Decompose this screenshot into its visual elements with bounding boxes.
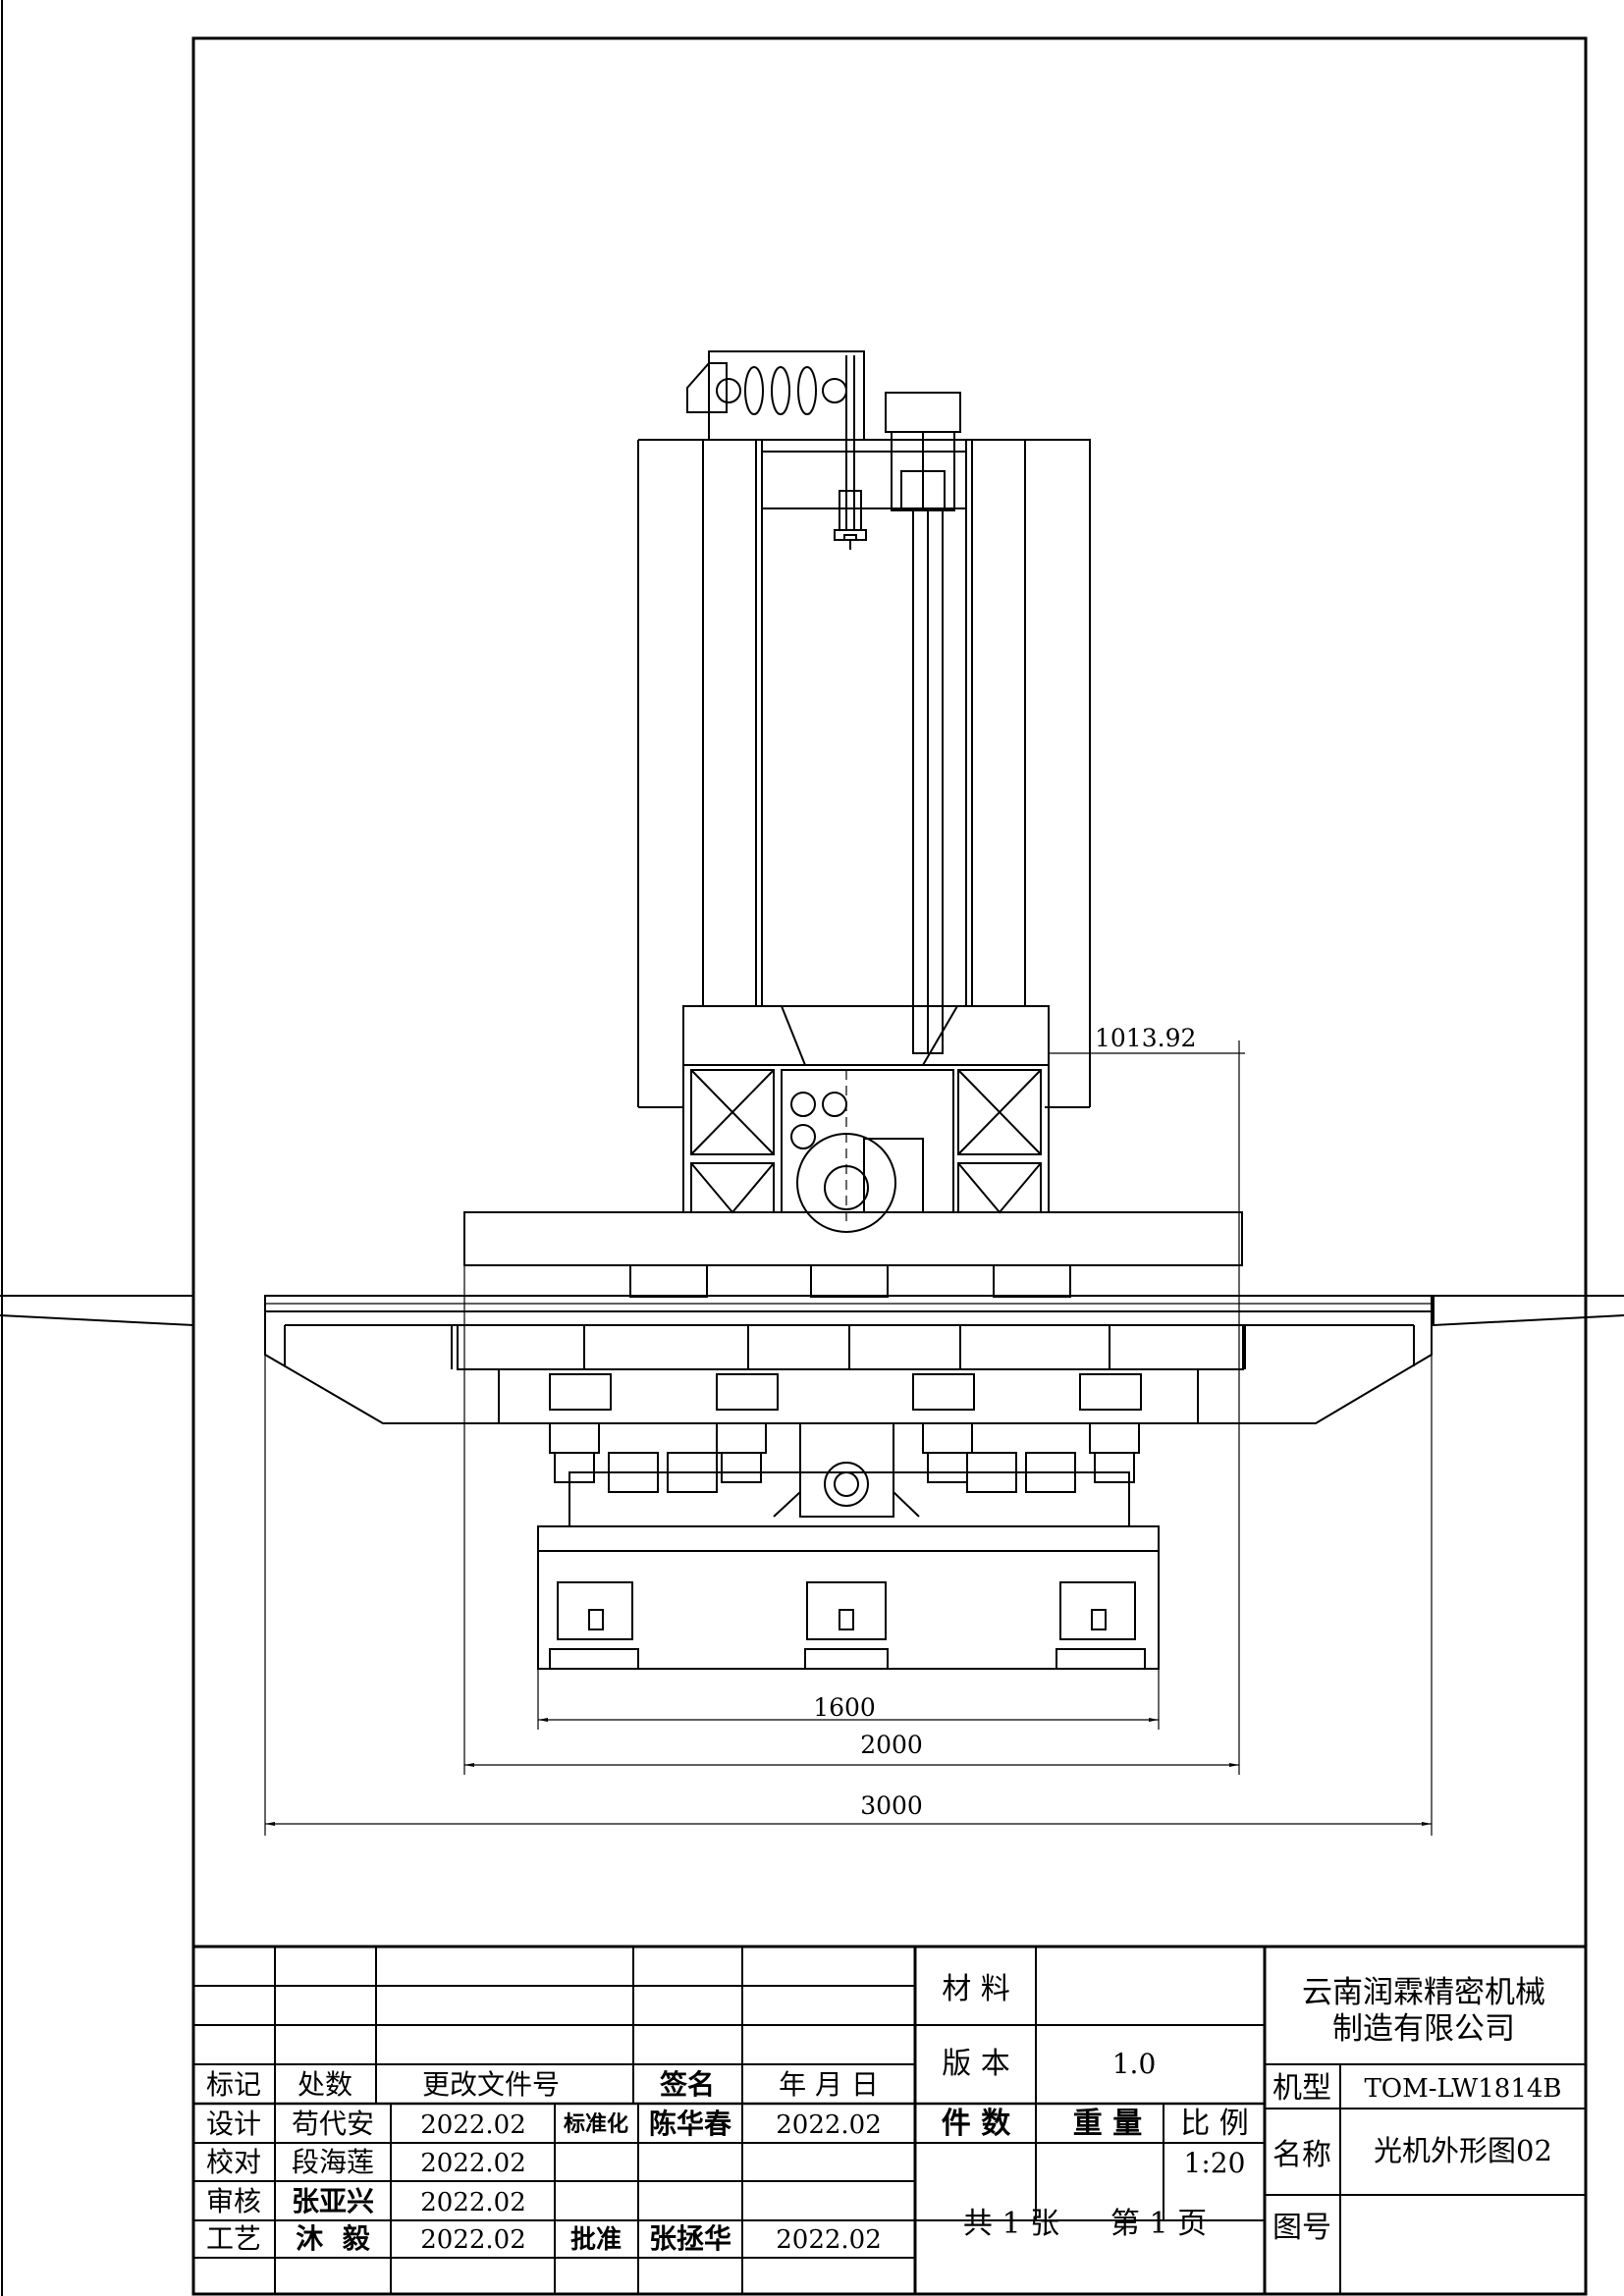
name-label: 名称 bbox=[1272, 2138, 1331, 2172]
svg-text:2022.02: 2022.02 bbox=[776, 2110, 882, 2140]
svg-text:沐 毅: 沐 毅 bbox=[296, 2222, 370, 2255]
floor-line-left bbox=[0, 1295, 194, 1327]
name-value: 光机外形图02 bbox=[1374, 2134, 1552, 2167]
weight-label: 重 量 bbox=[1073, 2107, 1142, 2141]
svg-text:更改文件号: 更改文件号 bbox=[422, 2068, 560, 2101]
svg-text:2022.02: 2022.02 bbox=[420, 2188, 526, 2217]
svg-text:2022.02: 2022.02 bbox=[776, 2225, 882, 2255]
svg-text:张亚兴: 张亚兴 bbox=[292, 2185, 374, 2217]
sign-row-design: 设计 苟代安 2022.02 标准化 陈华春 2022.02 bbox=[206, 2108, 882, 2140]
linear-guides bbox=[549, 1422, 1140, 1493]
count-label: 件 数 bbox=[942, 2107, 1011, 2141]
svg-text:苟代安: 苟代安 bbox=[292, 2108, 374, 2140]
svg-text:标准化: 标准化 bbox=[564, 2111, 628, 2137]
svg-text:校对: 校对 bbox=[206, 2146, 261, 2178]
scale-value: 1:20 bbox=[1184, 2147, 1246, 2179]
version-value: 1.0 bbox=[1112, 2048, 1157, 2080]
revision-headers: 标记 处数 更改文件号 签名 年 月 日 bbox=[206, 2068, 879, 2101]
top-beam bbox=[761, 439, 967, 509]
top-drive-housing bbox=[708, 350, 865, 441]
page-number: 第 1 页 bbox=[1110, 2207, 1207, 2241]
drawing-border bbox=[191, 36, 1588, 2296]
svg-text:2022.02: 2022.02 bbox=[420, 2225, 526, 2255]
dimension-1013-92: 1013.92 bbox=[1095, 1024, 1196, 1052]
sheet-count: 共 1 张 bbox=[963, 2207, 1059, 2241]
floor-line-right bbox=[1433, 1295, 1624, 1327]
svg-text:设计: 设计 bbox=[206, 2108, 261, 2140]
servo-motor bbox=[885, 392, 961, 433]
dimension-2000: 2000 bbox=[860, 1731, 923, 1759]
drawing-number-label: 图号 bbox=[1272, 2211, 1331, 2245]
sign-row-process: 工艺 沐 毅 2022.02 批准 张拯华 2022.02 bbox=[206, 2222, 882, 2255]
title-block bbox=[191, 1945, 1588, 2296]
dimension-1600: 1600 bbox=[813, 1693, 876, 1722]
svg-text:段海莲: 段海莲 bbox=[292, 2146, 374, 2178]
machine-front-view bbox=[0, 350, 1624, 1670]
column-shroud bbox=[637, 439, 1091, 1108]
scale-label: 比 例 bbox=[1180, 2107, 1249, 2141]
svg-text:标记: 标记 bbox=[206, 2068, 261, 2101]
left-column bbox=[702, 439, 763, 1007]
machine-base bbox=[537, 1525, 1160, 1670]
material-label: 材 料 bbox=[942, 1972, 1010, 2006]
dimension-3000: 3000 bbox=[860, 1791, 923, 1820]
svg-text:签名: 签名 bbox=[660, 2068, 715, 2101]
svg-text:工艺: 工艺 bbox=[206, 2222, 261, 2255]
model-value: TOM-LW1814B bbox=[1364, 2074, 1561, 2104]
svg-text:审核: 审核 bbox=[206, 2185, 261, 2217]
svg-text:2022.02: 2022.02 bbox=[420, 2149, 526, 2178]
svg-text:张拯华: 张拯华 bbox=[649, 2222, 731, 2255]
sign-row-review: 审核 张亚兴 2022.02 bbox=[206, 2185, 526, 2217]
svg-text:陈华春: 陈华春 bbox=[649, 2108, 731, 2140]
version-label: 版 本 bbox=[942, 2047, 1010, 2081]
svg-text:处数: 处数 bbox=[298, 2068, 352, 2101]
company-name-line1: 云南润霖精密机械 bbox=[1302, 1975, 1545, 2010]
svg-text:批准: 批准 bbox=[570, 2225, 622, 2255]
model-label: 机型 bbox=[1272, 2071, 1331, 2106]
work-table bbox=[463, 1211, 1243, 1266]
svg-text:2022.02: 2022.02 bbox=[420, 2110, 526, 2140]
ballscrew-housing bbox=[799, 1422, 894, 1518]
sign-row-check: 校对 段海莲 2022.02 bbox=[206, 2146, 526, 2178]
bed-lower-body bbox=[498, 1368, 1199, 1424]
right-column bbox=[965, 439, 1026, 1007]
dimensions bbox=[264, 1041, 1433, 1836]
company-name-line2: 制造有限公司 bbox=[1332, 2011, 1515, 2047]
svg-text:年 月 日: 年 月 日 bbox=[779, 2068, 879, 2101]
